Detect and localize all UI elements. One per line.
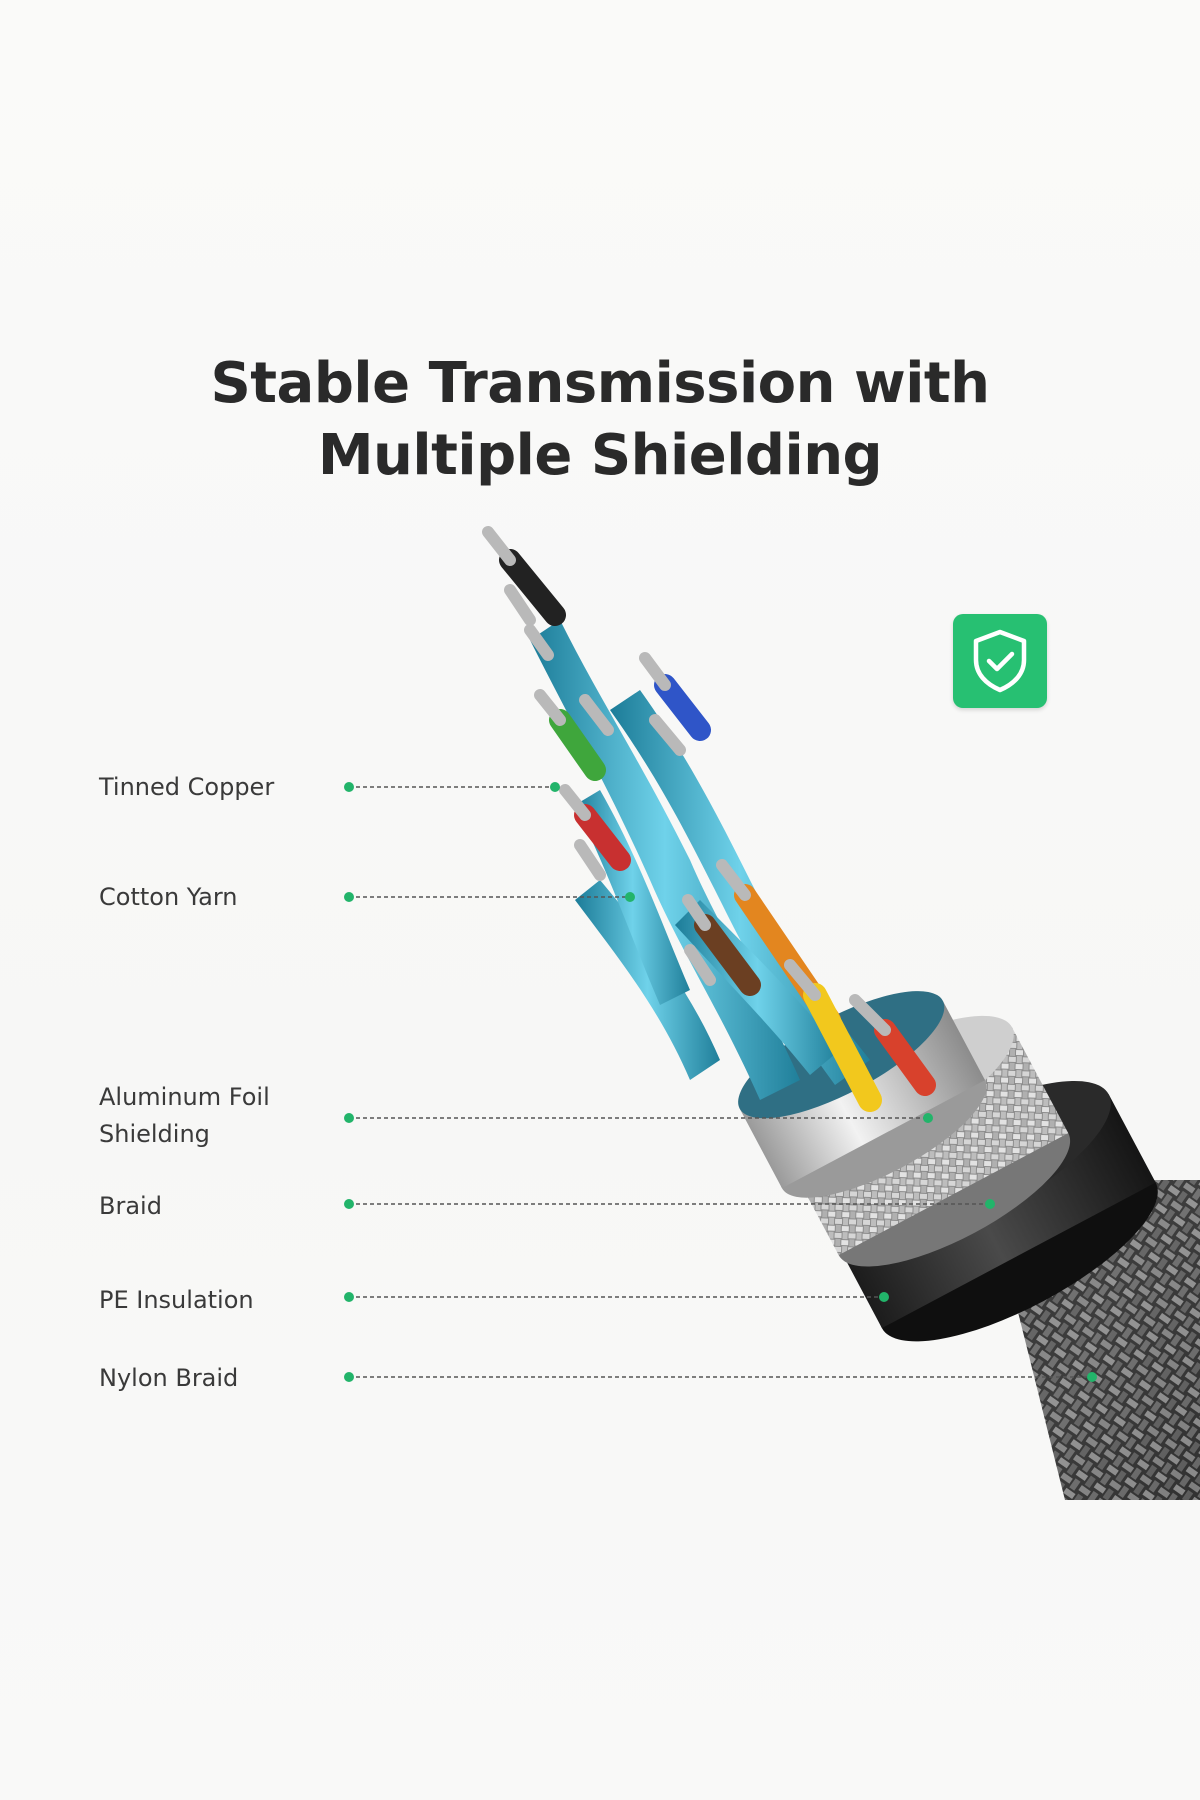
- label-nylon-braid: Nylon Braid: [99, 1364, 239, 1392]
- leader-dots: [344, 782, 1097, 1382]
- label-tinned-copper: Tinned Copper: [99, 773, 275, 801]
- label-cotton-yarn: Cotton Yarn: [99, 883, 238, 911]
- label-pe-insulation: PE Insulation: [99, 1286, 254, 1314]
- page-title-line-1: Stable Transmission with: [210, 351, 990, 416]
- label-aluminum-foil-line-2: Shielding: [99, 1120, 210, 1148]
- label-aluminum-foil: Aluminum Foil: [99, 1083, 270, 1111]
- tinned-copper-tips: [482, 526, 891, 1036]
- leader-lines: [349, 786, 1092, 1378]
- shield-badge: [953, 614, 1047, 708]
- page-title-line-2: Multiple Shielding: [317, 423, 883, 488]
- shield-check-icon: [973, 629, 1027, 693]
- label-braid: Braid: [99, 1192, 162, 1220]
